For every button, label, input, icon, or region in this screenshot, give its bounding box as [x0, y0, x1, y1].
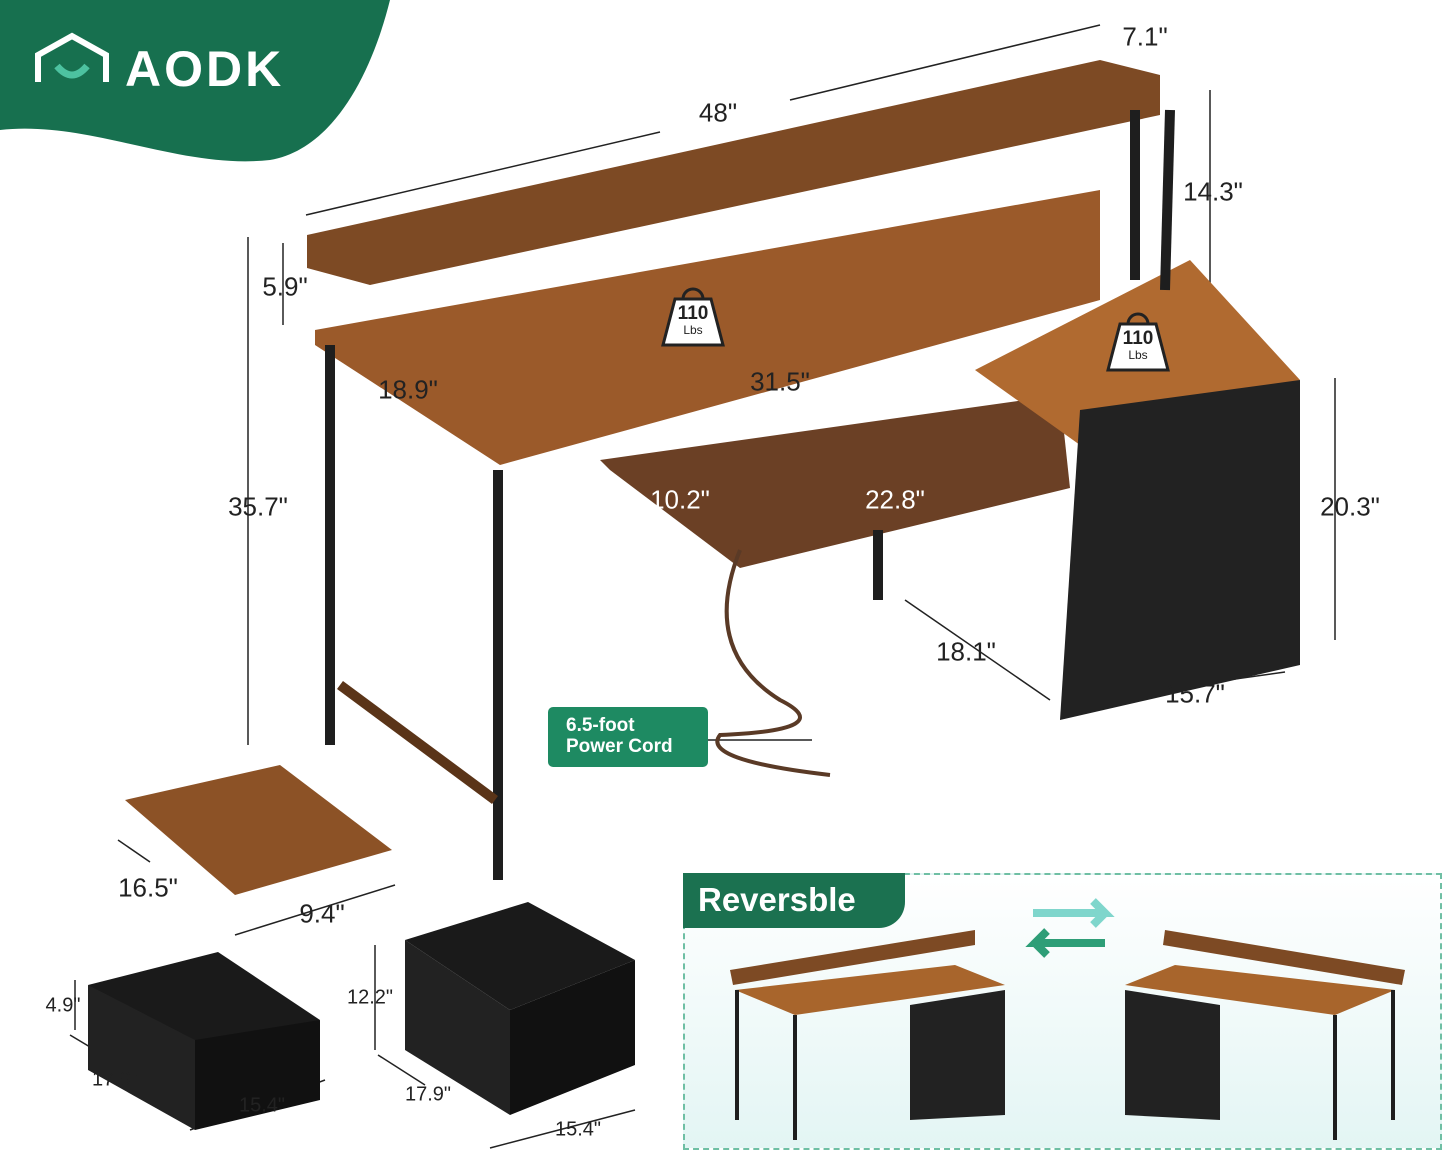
logo-house-icon: [35, 32, 109, 82]
dim-tray-depth: 10.2": [650, 484, 710, 515]
reversible-panel: [683, 873, 1442, 1150]
dim-cabinet-height: 20.3": [1320, 491, 1380, 522]
dim-large-drawer-depth: 17.9": [404, 1083, 452, 1106]
dim-monitor-stand-height: 5.9": [262, 271, 308, 302]
dim-hutch-depth: 7.1": [1122, 21, 1168, 52]
dim-small-drawer-width: 15.4": [238, 1094, 286, 1117]
swap-arrows-icon: [1025, 898, 1115, 958]
reversible-illustration: [730, 898, 1405, 1140]
dim-large-drawer-width: 15.4": [554, 1118, 602, 1141]
dim-large-drawer-height: 12.2": [346, 986, 394, 1009]
dim-tray-width: 22.8": [865, 484, 925, 515]
dim-small-drawer-height: 4.9": [45, 994, 81, 1017]
desk-left-config: [730, 930, 1005, 1140]
dim-desk-height: 35.7": [228, 491, 288, 522]
power-cord-label: 6.5-foot Power Cord: [548, 707, 708, 767]
dim-desk-depth: 18.9": [378, 374, 438, 405]
dim-small-drawer-depth: 17.9": [91, 1068, 139, 1091]
dim-total-width: 48": [698, 97, 738, 128]
dim-cabinet-width: 15.7": [1165, 678, 1225, 709]
weight-icon: [1106, 312, 1170, 372]
dim-desk-width: 31.5": [750, 366, 810, 397]
dim-cabinet-depth: 18.1": [936, 636, 996, 667]
logo-banner: [0, 0, 390, 162]
dim-shelf-width: 9.4": [299, 898, 345, 929]
weight-icon: [661, 287, 725, 347]
desk-right-config: [1125, 930, 1405, 1140]
reversible-label: Reversble: [683, 873, 905, 928]
dim-shelf-depth: 16.5": [118, 872, 178, 903]
brand-logo: AODK: [125, 41, 285, 97]
dim-hutch-height: 14.3": [1183, 176, 1243, 207]
